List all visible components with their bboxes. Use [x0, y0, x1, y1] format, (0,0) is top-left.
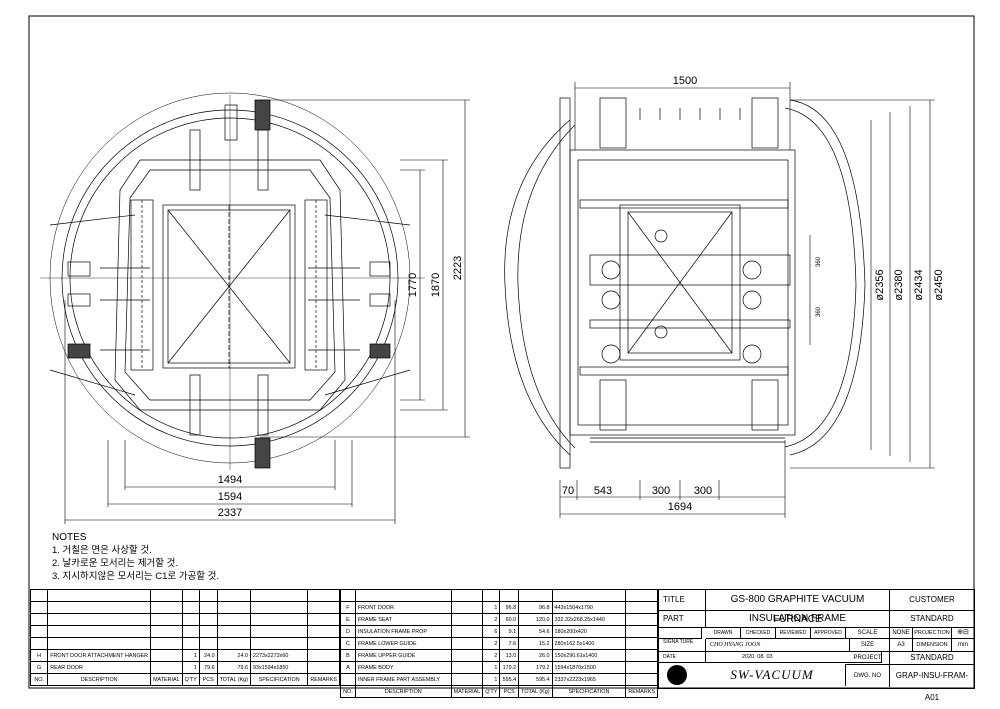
company-logo-icon [667, 665, 687, 685]
dimension-value: mm [952, 639, 974, 652]
company-name: SW-VACUUM [699, 664, 846, 686]
dim-front-inner-width: 1494 [218, 474, 242, 486]
dim-side-diameter-1: ø2356 [874, 269, 886, 300]
notes-section: NOTES 1. 거칠은 면은 사상할 것. 2. 날카로운 모서리는 제거할 … [52, 531, 219, 583]
note-item: 3. 지시하지않은 모서리는 C1로 가공할 것. [52, 571, 220, 582]
scale-label: SCALE [846, 628, 890, 639]
dim-side-b4: 300 [694, 485, 712, 497]
reviewed-label: REVIEWED [776, 628, 811, 639]
dim-front-inner-height: 1770 [407, 273, 419, 297]
sheet-border [28, 15, 975, 689]
dim-front-outer-width: 2337 [218, 507, 242, 519]
note-item: 1. 거칠은 면은 사상할 것. [52, 545, 152, 556]
dwg-label: DWG. NO [846, 665, 890, 687]
note-item: 2. 날카로운 모서리는 제거할 것. [52, 558, 179, 569]
projection-icon: ⊕⊟ [952, 628, 974, 639]
drawn-label: DRAWN [706, 628, 741, 639]
title-label: TITLE [659, 590, 706, 611]
front-view [40, 92, 425, 470]
date-value: 2020. 08. 03 [706, 652, 882, 663]
dwg-value: GRAP-INSU-FRAM-A01 [895, 671, 969, 702]
dim-front-outer-height: 2223 [452, 256, 464, 280]
size-value: A3 [890, 639, 913, 652]
part-label: PART [659, 611, 706, 628]
dim-side-b1: 70 [562, 485, 574, 497]
projection-label: PROJECTION [913, 628, 952, 639]
signature-label: SIGNA TURE [659, 639, 706, 652]
checked-label: CHECKED [741, 628, 776, 639]
dim-side-b2: 543 [594, 485, 612, 497]
front-dimensions [64, 99, 470, 524]
dim-side-v2: 360 [816, 306, 822, 317]
notes-title: NOTES [52, 532, 87, 543]
standard-top: STANDARD [890, 611, 974, 628]
project-label: PROJECT [846, 652, 890, 665]
project-value: STANDARD [890, 652, 974, 665]
signature-value: CHO HYANG JOON [706, 639, 850, 652]
side-dimensions [559, 82, 935, 518]
title-value: GS-800 GRAPHITE VACUUM FURNACE [706, 590, 890, 625]
scale-value: NONE [890, 628, 913, 639]
dim-side-top: 1500 [673, 75, 697, 87]
dim-front-mid-width: 1594 [218, 491, 242, 503]
size-label: SIZE [846, 639, 890, 652]
dim-side-b3: 300 [652, 485, 670, 497]
dim-front-mid-height: 1870 [430, 273, 442, 297]
approved-label: APPROVED [811, 628, 846, 639]
dim-side-diameter-3: ø2434 [913, 269, 925, 300]
part-value: INSULATION FRAME [706, 611, 890, 628]
date-label: DATE [659, 652, 706, 663]
dim-side-total: 1694 [668, 501, 692, 513]
title-block: TITLE GS-800 GRAPHITE VACUUM FURNACE CUS… [658, 589, 975, 702]
side-view [504, 97, 866, 469]
dimension-label: DIMENSION [913, 639, 952, 652]
dim-side-diameter-2: ø2380 [893, 269, 905, 300]
dim-side-diameter-4: ø2450 [933, 269, 945, 300]
dim-side-v1: 360 [816, 256, 822, 267]
customer-label: CUSTOMER [890, 590, 974, 611]
